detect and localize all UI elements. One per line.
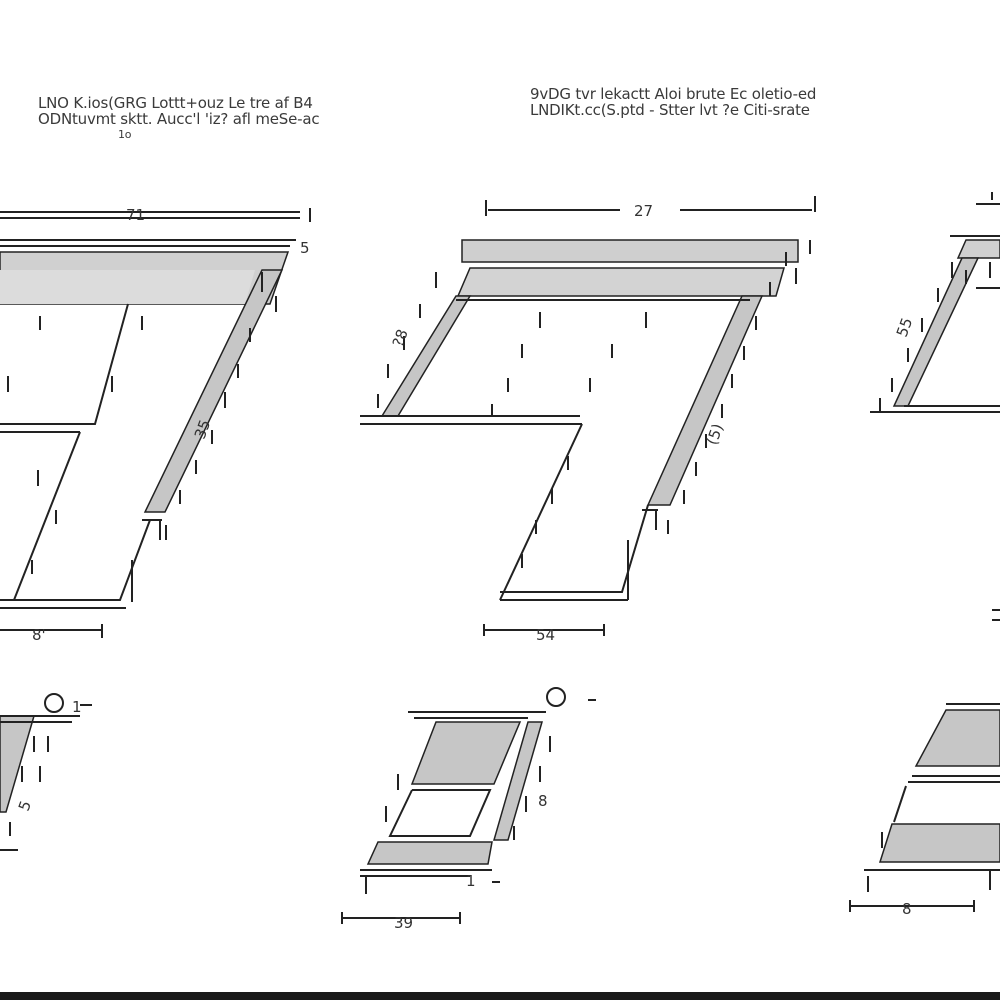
window-top-middle [360,196,816,636]
window-bottom-right [849,703,1000,912]
dim-top-middle-width: 27 [634,202,653,220]
window-top-left [0,208,311,638]
caption-left-line2: ODNtuvmt sktt. Aucc'l 'iz? afl meSe-ac [38,110,320,128]
dim-bottom-left-mark: 1 [72,698,82,716]
caption-right-line1: 9vDG tvr lekactt Aloi brute Ec oletio-ed [530,85,817,103]
dim-top-right-side: 55 [893,315,916,339]
bottom-border-bar [0,992,1000,1000]
dim-bottom-middle-side: 8 [538,792,548,810]
dim-top-middle-side: ?8 [389,327,412,350]
window-bottom-left [0,693,92,851]
caption-left-line1: LNO K.ios(GRG Lottt+ouz Le tre af B4 [38,94,313,112]
window-top-right [870,192,1000,621]
dim-top-left-height: 35 [191,417,214,441]
dim-bottom-middle-bottom: 39 [394,914,413,932]
caption-right: 9vDG tvr lekactt Aloi brute Ec oletio-ed… [530,86,816,118]
dim-top-left-side: 5 [300,239,310,257]
caption-left-line3: 1o [118,128,132,141]
dim-top-middle-bottom: 54 [536,626,555,644]
dim-bottom-right-bottom: 8 [902,900,912,918]
dim-bottom-middle-foot: 1 [466,872,476,890]
dimension-labels: 71 5 35 8' 27 ?8 (5) 54 55 1 5 8 1 39 8 [15,202,916,932]
dim-top-left-bottom: 8' [32,626,46,644]
window-bottom-middle [341,687,596,924]
caption-left: LNO K.ios(GRG Lottt+ouz Le tre af B4 ODN… [38,94,320,143]
dim-bottom-left-side: 5 [15,798,35,813]
dim-top-middle-height: (5) [703,421,727,447]
caption-right-line2: LNDIKt.cc(S.ptd - Stter lvt ?e Citi-srat… [530,101,810,119]
dim-top-left-width: 71 [126,206,145,224]
